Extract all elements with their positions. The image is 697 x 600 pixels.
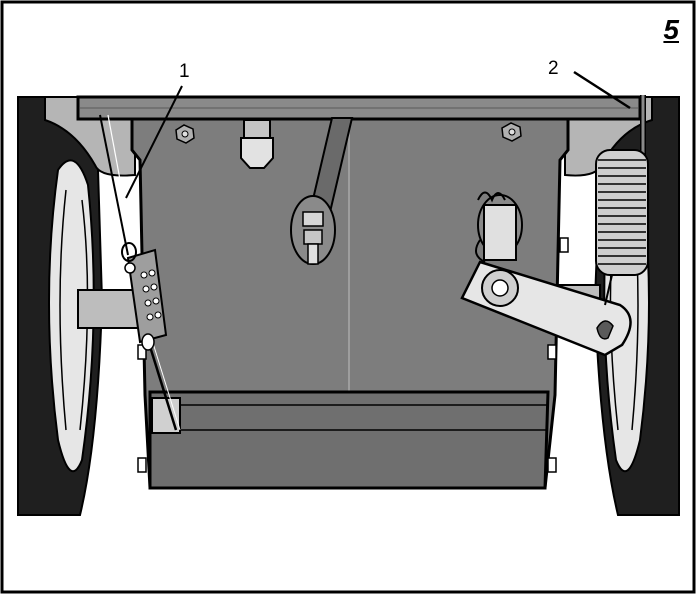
callout-label-1: 1 [179, 61, 190, 82]
bolt-left [175, 124, 195, 144]
bolt-right [501, 122, 522, 142]
callout-label-2: 2 [548, 58, 559, 79]
figure-number: 5 [663, 14, 679, 45]
hitch-plate [460, 191, 632, 357]
control-rod [290, 117, 354, 265]
spring-cable [595, 95, 649, 306]
leader-line-2 [573, 70, 631, 110]
hex-fitting [240, 119, 274, 169]
adjustment-bracket [99, 114, 181, 431]
bottom-lip [148, 390, 550, 490]
leader-line-1 [125, 85, 183, 199]
